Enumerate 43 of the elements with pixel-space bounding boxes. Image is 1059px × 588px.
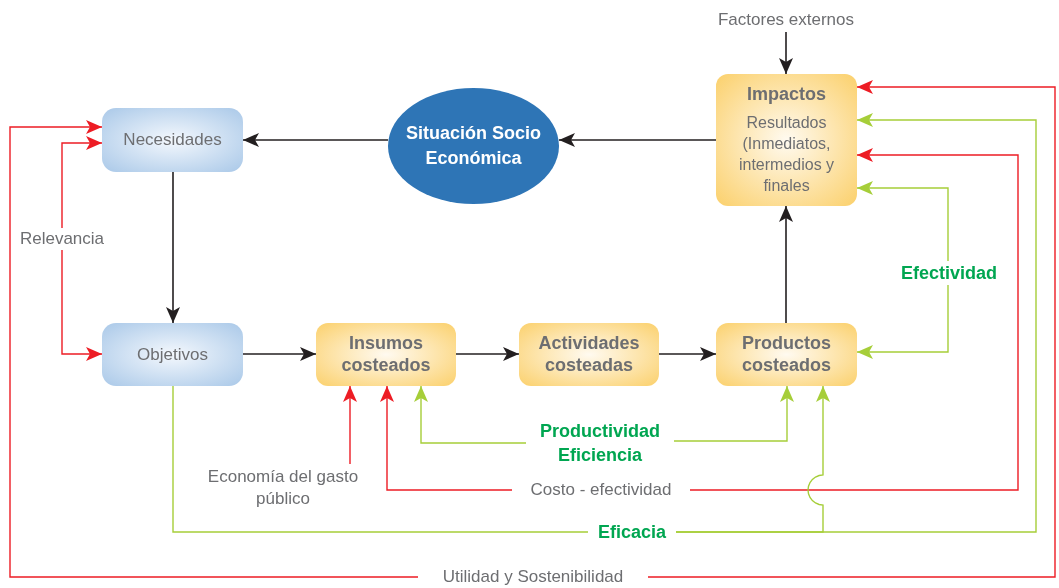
indicator-label: Eficiencia [557,444,642,467]
box-label: Resultados (Inmediatos, intermedios y finales [737,113,836,196]
indicator-label: Efectividad [890,261,1008,285]
arrow [242,347,317,361]
arrow [673,385,794,442]
box-label: Situación Socio Económica [405,121,542,170]
arrow [779,31,793,75]
text-label: Utilidad y Sostenibilidad [418,566,648,588]
process-box [102,323,243,386]
box-label: Insumos costeados [340,332,432,377]
arrow [9,120,419,578]
arrow [380,385,513,491]
process-box [519,323,659,386]
process-box [102,108,243,172]
indicator-label: Eficacia [588,520,676,544]
arrow [455,347,520,361]
text-label: Economía del gasto público [186,464,380,512]
indicator-label: Productividad [540,419,660,443]
process-box [716,323,857,386]
arrow [343,385,357,465]
arrow [242,133,389,147]
arrow [856,181,949,262]
process-box [316,323,456,386]
arrow [647,80,1056,578]
arrow [61,136,103,229]
text-label: Costo - efectividad [512,479,690,501]
arrow [558,133,717,147]
arrow [61,249,103,361]
arrow [675,113,1037,533]
arrow [414,385,527,444]
box-label: Necesidades [123,130,222,150]
box-label: Objetivos [137,344,208,365]
process-box [716,74,857,206]
arrow [166,171,180,324]
arrow [856,284,949,359]
text-label: Factores externos [680,8,892,32]
box-heading: Impactos [747,83,826,106]
box-label: Actividades costeadas [537,332,641,377]
arrow [779,205,793,324]
box-label: Productos costeados [740,332,832,377]
text-label: Relevancia [12,228,112,250]
arrow [658,347,717,361]
arrow [689,148,1019,491]
